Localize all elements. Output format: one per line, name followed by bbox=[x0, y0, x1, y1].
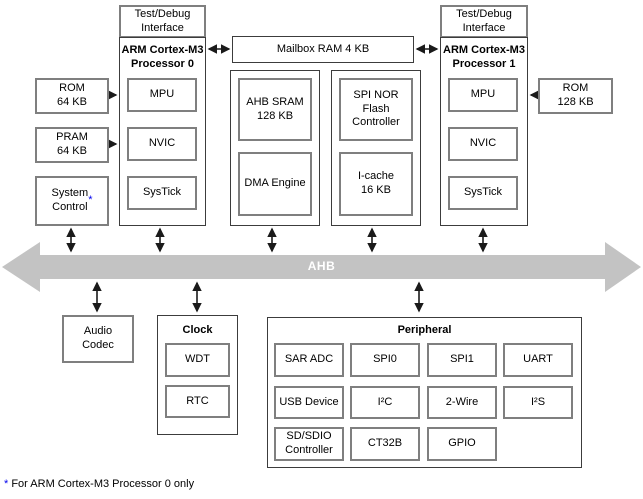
peripheral-sar-adc: SAR ADC bbox=[274, 343, 344, 377]
footnote-asterisk: * bbox=[4, 478, 9, 490]
system-control-label: System Control bbox=[51, 187, 89, 213]
peripheral-ct32b: CT32B bbox=[350, 427, 420, 461]
ahb-bus-arrow bbox=[2, 242, 641, 292]
wdt-block: WDT bbox=[165, 343, 230, 377]
icache-block: I-cache 16 KB bbox=[339, 152, 413, 216]
ahb-bus-label: AHB bbox=[307, 259, 336, 273]
cpu1-nvic: NVIC bbox=[448, 127, 518, 161]
rtc-block: RTC bbox=[165, 385, 230, 418]
cpu0-nvic: NVIC bbox=[127, 127, 197, 161]
peripheral-2wire: 2-Wire bbox=[427, 386, 497, 419]
cpu1-test-debug-interface: Test/Debug Interface bbox=[440, 5, 528, 38]
mailbox-ram-block: Mailbox RAM 4 KB bbox=[232, 36, 414, 63]
cpu0-test-debug-interface: Test/Debug Interface bbox=[119, 5, 206, 38]
peripheral-i2s: I²S bbox=[503, 386, 573, 419]
footnote: * For ARM Cortex-M3 Processor 0 only bbox=[4, 478, 194, 490]
peripheral-uart: UART bbox=[503, 343, 573, 377]
cpu1-title: ARM Cortex-M3 Processor 1 bbox=[443, 44, 525, 70]
audio-codec-block: Audio Codec bbox=[62, 315, 134, 363]
system-control-block: System Control* bbox=[35, 176, 109, 226]
cpu1-systick: SysTick bbox=[448, 176, 518, 210]
spi-nor-flash-controller-block: SPI NOR Flash Controller bbox=[339, 78, 413, 141]
cpu1-mpu: MPU bbox=[448, 78, 518, 112]
dma-engine-block: DMA Engine bbox=[238, 152, 312, 216]
pram-64kb-block: PRAM 64 KB bbox=[35, 127, 109, 163]
peripheral-title: Peripheral bbox=[397, 324, 452, 336]
cpu0-systick: SysTick bbox=[127, 176, 197, 210]
rom-128kb-block: ROM 128 KB bbox=[538, 78, 613, 114]
ahb-sram-block: AHB SRAM 128 KB bbox=[238, 78, 312, 141]
peripheral-spi1: SPI1 bbox=[427, 343, 497, 377]
system-control-asterisk: * bbox=[88, 194, 93, 207]
rom-64kb-block: ROM 64 KB bbox=[35, 78, 109, 114]
peripheral-gpio: GPIO bbox=[427, 427, 497, 461]
cpu0-title: ARM Cortex-M3 Processor 0 bbox=[121, 44, 204, 70]
peripheral-usb-device: USB Device bbox=[274, 386, 344, 419]
cpu0-mpu: MPU bbox=[127, 78, 197, 112]
peripheral-i2c: I²C bbox=[350, 386, 420, 419]
footnote-text: For ARM Cortex-M3 Processor 0 only bbox=[8, 478, 195, 490]
clock-title: Clock bbox=[182, 324, 213, 336]
peripheral-sd-sdio-controller: SD/SDIO Controller bbox=[274, 427, 344, 461]
peripheral-spi0: SPI0 bbox=[350, 343, 420, 377]
